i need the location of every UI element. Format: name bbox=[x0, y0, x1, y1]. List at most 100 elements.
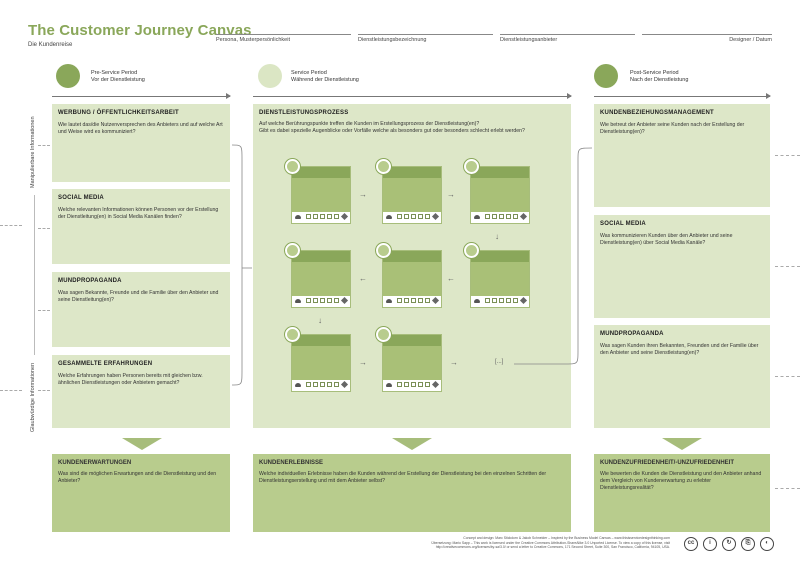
flow-down-arrow-icon: ↓ bbox=[318, 316, 322, 325]
touchpoint-marker-icon bbox=[376, 159, 391, 174]
left-input-line-1 bbox=[0, 225, 22, 226]
flow-right-arrow-icon: → bbox=[450, 358, 458, 367]
heart-icon bbox=[431, 212, 440, 221]
left-connector-2 bbox=[38, 228, 50, 229]
word-of-mouth-pre-box[interactable]: MUNDPROPAGANDA Was sagen Bekannte, Freun… bbox=[52, 272, 230, 347]
touchpoint-card[interactable] bbox=[382, 334, 442, 392]
credible-info-label: Glaubwürdige Informationen bbox=[30, 362, 36, 432]
touchpoint-card[interactable] bbox=[291, 166, 351, 224]
cc-icon: cc bbox=[684, 537, 698, 551]
expectations-text: Was sind die möglichen Erwartungen and d… bbox=[58, 471, 217, 484]
advertising-box[interactable]: WERBUNG / ÖFFENTLICHKEITSARBEIT Wie laut… bbox=[52, 104, 230, 182]
right-output-line-4 bbox=[775, 488, 800, 489]
past-experiences-text: Welche Erfahrungen haben Personen bereit… bbox=[58, 373, 203, 386]
service-process-title: DIENSTLEISTUNGSPROZESS bbox=[259, 110, 349, 116]
expectations-box[interactable]: KUNDENERWARTUNGEN Was sind die möglichen… bbox=[52, 454, 230, 532]
experiences-text: Welche individuellen Erlebnisse haben di… bbox=[259, 471, 547, 484]
service-period-icon bbox=[258, 64, 282, 88]
social-media-pre-title: SOCIAL MEDIA bbox=[58, 195, 104, 201]
post-timeline-arrow bbox=[594, 93, 771, 99]
service-process-line2: Gibt es dabei spezielle Augenblicke oder… bbox=[259, 128, 525, 134]
experience-triangle bbox=[392, 438, 432, 450]
expectations-title: KUNDENERWARTUNGEN bbox=[58, 460, 132, 466]
expectation-triangle bbox=[122, 438, 162, 450]
cloud-icon bbox=[386, 298, 392, 303]
word-of-mouth-post-text: Was sagen Kunden ihren Bekannten, Freund… bbox=[600, 343, 759, 356]
social-media-post-title: SOCIAL MEDIA bbox=[600, 221, 646, 227]
satisfaction-title: KUNDENZUFRIEDENHEIT/-UNZUFRIEDENHEIT bbox=[600, 460, 734, 466]
canvas-title: The Customer Journey Canvas bbox=[28, 22, 252, 39]
flow-right-arrow-icon: → bbox=[359, 190, 367, 199]
touchpoint-card[interactable] bbox=[470, 166, 530, 224]
word-of-mouth-post-box[interactable]: MUNDPROPAGANDA Was sagen Kunden ihren Be… bbox=[594, 325, 770, 428]
left-center-connector bbox=[231, 144, 252, 386]
touchpoint-marker-icon bbox=[376, 243, 391, 258]
cloud-icon bbox=[295, 298, 301, 303]
cloud-icon bbox=[295, 382, 301, 387]
flow-right-arrow-icon: → bbox=[447, 190, 455, 199]
credits: Concept and design: Marc Stickdorn & Jak… bbox=[431, 536, 670, 549]
touchpoint-marker-icon bbox=[285, 243, 300, 258]
satisfaction-box[interactable]: KUNDENZUFRIEDENHEIT/-UNZUFRIEDENHEIT Wie… bbox=[594, 454, 770, 532]
touchpoint-card[interactable] bbox=[382, 166, 442, 224]
flow-left-arrow-icon: ← bbox=[359, 274, 367, 283]
cloud-icon bbox=[474, 214, 480, 219]
designer-date-field[interactable]: Designer / Datum bbox=[642, 34, 772, 43]
past-experiences-box[interactable]: GESAMMELTE ERFAHRUNGEN Welche Erfahrunge… bbox=[52, 355, 230, 428]
sa-icon: ↻ bbox=[722, 537, 736, 551]
cloud-icon bbox=[386, 214, 392, 219]
cloud-icon bbox=[474, 298, 480, 303]
manipulated-info-label: Manipulierbare Informationen bbox=[30, 116, 36, 188]
touchpoint-card[interactable] bbox=[291, 334, 351, 392]
heart-icon bbox=[340, 296, 349, 305]
cloud-icon bbox=[386, 382, 392, 387]
persona-field[interactable]: Persona, Musterpersönlichkeit bbox=[216, 34, 351, 43]
right-output-line-3 bbox=[775, 376, 800, 377]
word-of-mouth-pre-text: Was sagen Bekannte, Freunde und die Fami… bbox=[58, 290, 219, 303]
past-experiences-title: GESAMMELTE ERFAHRUNGEN bbox=[58, 361, 153, 367]
ellipsis-label: [...] bbox=[495, 359, 504, 365]
satisfaction-triangle bbox=[662, 438, 702, 450]
crm-title: KUNDENBEZIEHUNGSMANAGEMENT bbox=[600, 110, 714, 116]
social-media-pre-box[interactable]: SOCIAL MEDIA Welche relevanten Informati… bbox=[52, 189, 230, 264]
crm-box[interactable]: KUNDENBEZIEHUNGSMANAGEMENT Wie betreut d… bbox=[594, 104, 770, 207]
touchpoint-marker-icon bbox=[285, 159, 300, 174]
provider-field[interactable]: Dienstleistungsanbieter bbox=[500, 34, 635, 43]
remix-icon: ◐ bbox=[760, 537, 774, 551]
experiences-title: KUNDENERLEBNISSE bbox=[259, 460, 324, 466]
service-process-line1: Auf welche Berührungspunkte treffen die … bbox=[259, 121, 480, 127]
share-icon: ⎘ bbox=[741, 537, 755, 551]
left-connector-1 bbox=[38, 145, 50, 146]
left-connector-4 bbox=[38, 390, 50, 391]
touchpoint-card[interactable] bbox=[470, 250, 530, 308]
touchpoint-card[interactable] bbox=[382, 250, 442, 308]
service-name-field[interactable]: Dienstleistungsbezeichnung bbox=[358, 34, 493, 43]
pre-timeline-arrow bbox=[52, 93, 231, 99]
heart-icon bbox=[340, 380, 349, 389]
post-service-icon bbox=[594, 64, 618, 88]
right-output-line-1 bbox=[775, 155, 800, 156]
touchpoint-marker-icon bbox=[285, 327, 300, 342]
pre-service-icon bbox=[56, 64, 80, 88]
touchpoint-marker-icon bbox=[464, 159, 479, 174]
touchpoint-card[interactable] bbox=[291, 250, 351, 308]
experiences-box[interactable]: KUNDENERLEBNISSE Welche individuellen Er… bbox=[253, 454, 571, 532]
social-media-post-text: Was kommunizieren Kunden über den Anbiet… bbox=[600, 233, 733, 246]
touchpoint-marker-icon bbox=[376, 327, 391, 342]
heart-icon bbox=[340, 212, 349, 221]
flow-left-arrow-icon: ← bbox=[447, 274, 455, 283]
heart-icon bbox=[431, 296, 440, 305]
cloud-icon bbox=[295, 214, 301, 219]
heart-icon bbox=[431, 380, 440, 389]
flow-right-arrow-icon: → bbox=[359, 358, 367, 367]
service-timeline-arrow bbox=[253, 93, 572, 99]
left-input-line-2 bbox=[0, 390, 22, 391]
advertising-title: WERBUNG / ÖFFENTLICHKEITSARBEIT bbox=[58, 110, 179, 116]
word-of-mouth-pre-title: MUNDPROPAGANDA bbox=[58, 278, 122, 284]
social-media-post-box[interactable]: SOCIAL MEDIA Was kommunizieren Kunden üb… bbox=[594, 215, 770, 318]
social-media-pre-text: Welche relevanten Informationen können P… bbox=[58, 207, 219, 220]
word-of-mouth-post-title: MUNDPROPAGANDA bbox=[600, 331, 664, 337]
flow-down-arrow-icon: ↓ bbox=[495, 232, 499, 241]
